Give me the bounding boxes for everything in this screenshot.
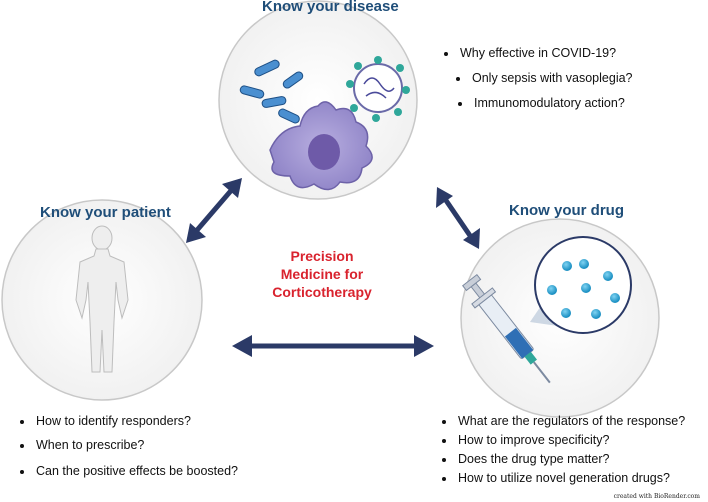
disease-bullets: Why effective in COVID-19? Only sepsis w… — [442, 46, 633, 110]
patient-title: Know your patient — [40, 204, 171, 221]
arrow-disease-drug — [436, 187, 480, 249]
human-body-icon — [75, 225, 129, 373]
credit-text: created with BioRender.com — [613, 493, 700, 500]
immune-cell-icon — [269, 101, 373, 191]
bullet-item: How to identify responders? — [34, 414, 238, 428]
virus-icon — [346, 56, 410, 122]
patient-bullets: How to identify responders? When to pres… — [18, 414, 238, 478]
drug-circle — [460, 218, 660, 418]
patient-circle — [1, 199, 203, 401]
magnified-molecules-icon — [534, 236, 632, 334]
bullet-item: How to utilize novel generation drugs? — [456, 471, 685, 485]
arrow-patient-drug — [232, 335, 434, 357]
bullet-item: Only sepsis with vasoplegia? — [470, 71, 633, 85]
bullet-item: How to improve specificity? — [456, 433, 685, 447]
bullet-item: Immunomodulatory action? — [472, 96, 633, 110]
drug-title: Know your drug — [509, 202, 624, 219]
bullet-item: Why effective in COVID-19? — [458, 46, 633, 60]
center-title-line: Medicine for — [280, 266, 364, 282]
bacteria-icon — [239, 59, 304, 124]
bullet-item: Can the positive effects be boosted? — [34, 464, 238, 478]
syringe-icon — [462, 273, 551, 384]
bullet-item: When to prescribe? — [34, 438, 238, 452]
arrow-patient-disease — [186, 178, 242, 243]
center-title-line: Precision — [290, 248, 354, 264]
drug-bullets: What are the regulators of the response?… — [440, 414, 685, 485]
disease-title: Know your disease — [262, 0, 399, 15]
disease-circle — [218, 0, 418, 200]
bullet-item: Does the drug type matter? — [456, 452, 685, 466]
bullet-item: What are the regulators of the response? — [456, 414, 685, 428]
center-title-line: Corticotherapy — [272, 284, 372, 300]
center-title: Precision Medicine for Corticotherapy — [262, 247, 382, 301]
